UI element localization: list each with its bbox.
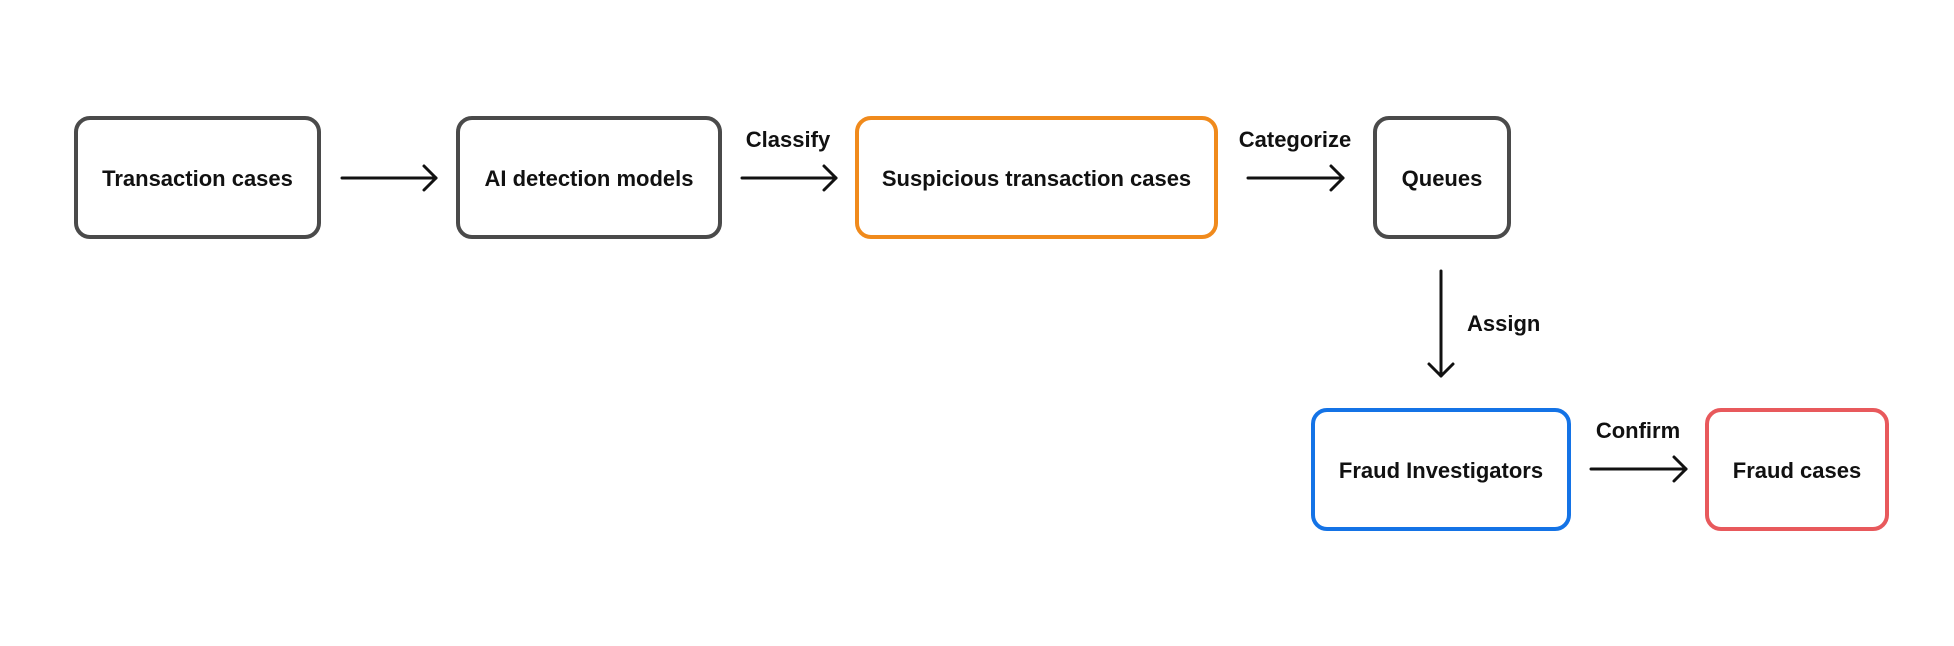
edge-classify-label: Classify (746, 127, 831, 152)
node-fraud-investigators-label: Fraud Investigators (1339, 458, 1543, 483)
node-fraud-investigators: Fraud Investigators (1311, 408, 1571, 531)
node-suspicious-transaction-cases-box (855, 116, 1218, 239)
edge-ai-to-suspicious: Classify (740, 127, 838, 192)
edge-suspicious-to-queues: Categorize (1239, 127, 1351, 192)
node-queues-box (1373, 116, 1511, 239)
edge-assign-label: Assign (1467, 311, 1540, 336)
node-fraud-cases: Fraud cases (1705, 408, 1889, 531)
node-fraud-cases-box (1705, 408, 1889, 531)
arrow-right-icon (1672, 455, 1688, 483)
node-suspicious-transaction-cases-label: Suspicious transaction cases (882, 166, 1191, 191)
edge-confirm-label: Confirm (1596, 418, 1680, 443)
node-queues: Queues (1373, 116, 1511, 239)
node-ai-detection-models-label: AI detection models (484, 166, 693, 191)
edge-categorize-label: Categorize (1239, 127, 1351, 152)
node-ai-detection-models-box (456, 116, 722, 239)
edge-transaction-to-ai (340, 164, 438, 192)
arrow-down-icon (1427, 362, 1455, 378)
arrow-right-icon (422, 164, 438, 192)
node-transaction-cases-label: Transaction cases (102, 166, 293, 191)
node-suspicious-transaction-cases: Suspicious transaction cases (855, 116, 1218, 239)
node-fraud-cases-label: Fraud cases (1733, 458, 1861, 483)
edge-queues-to-investigators: Assign (1427, 269, 1540, 378)
node-ai-detection-models: AI detection models (456, 116, 722, 239)
node-fraud-investigators-box (1311, 408, 1571, 531)
node-queues-label: Queues (1402, 166, 1483, 191)
node-transaction-cases: Transaction cases (74, 116, 321, 239)
arrow-right-icon (822, 164, 838, 192)
edge-investigators-to-fraud: Confirm (1589, 418, 1688, 483)
node-transaction-cases-box (74, 116, 321, 239)
arrow-right-icon (1329, 164, 1345, 192)
